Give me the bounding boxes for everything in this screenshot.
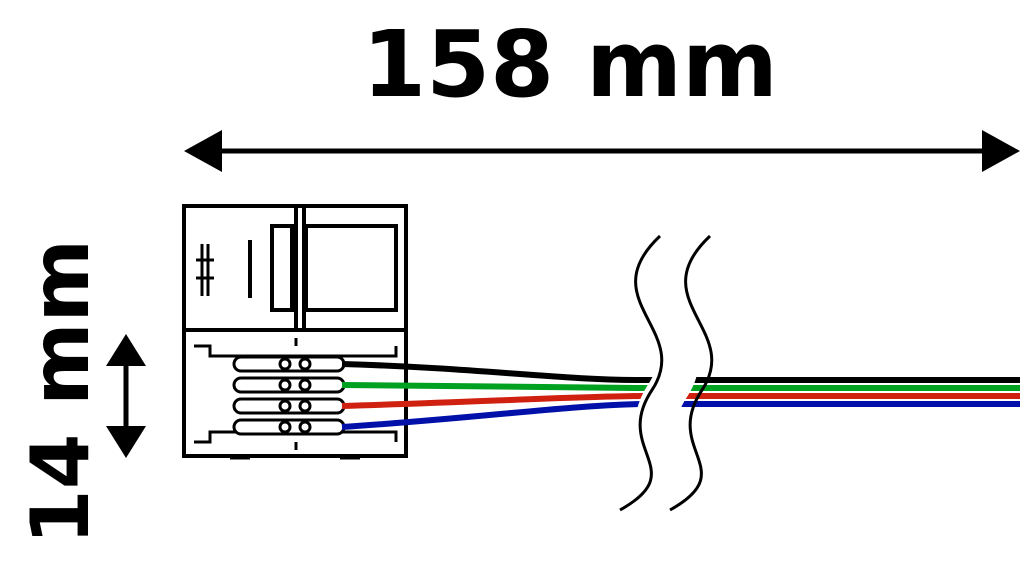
wire-bundle (341, 361, 1020, 430)
width-dimension-arrow (184, 130, 1020, 172)
wire-green (341, 382, 1020, 391)
wire-red (341, 393, 1020, 409)
pin-contacts (232, 355, 346, 436)
connector-body (182, 204, 408, 460)
cable-break-symbol (619, 226, 714, 522)
wire-black (341, 361, 1020, 383)
height-dimension-label: 14 mm (14, 239, 107, 545)
width-dimension-label: 158 mm (362, 11, 778, 118)
height-dimension-arrow (106, 334, 146, 458)
wire-blue (341, 401, 1020, 430)
